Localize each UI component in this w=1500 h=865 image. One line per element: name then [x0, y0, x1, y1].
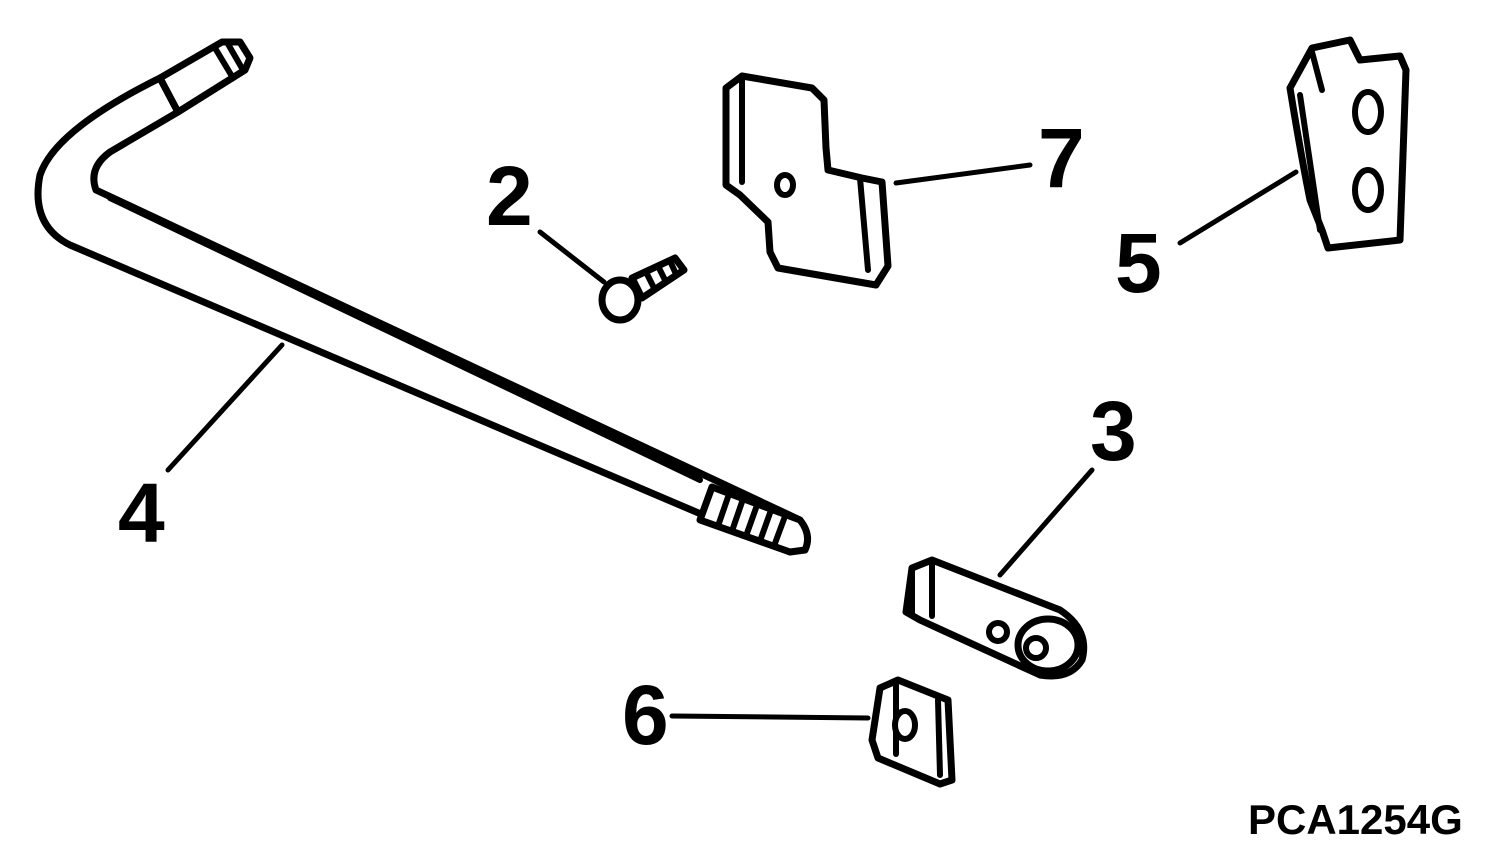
callout-4: 4 — [118, 466, 165, 560]
callout-7: 7 — [1038, 111, 1085, 205]
figure-code: PCA1254G — [1248, 796, 1463, 843]
leader-3 — [997, 467, 1095, 578]
leader-4 — [165, 342, 285, 473]
callout-6: 6 — [622, 668, 669, 762]
callout-2: 2 — [486, 149, 533, 243]
leader-6 — [669, 713, 871, 721]
leader-7 — [893, 162, 1033, 186]
part-screw — [598, 254, 688, 324]
part-clip-nut — [868, 676, 956, 788]
part-rod-end — [902, 556, 1088, 680]
leader-5 — [1177, 169, 1299, 246]
part-bent-rod — [34, 38, 812, 556]
callout-5: 5 — [1115, 216, 1162, 310]
part-plate — [722, 72, 892, 289]
part-bracket — [1286, 36, 1410, 252]
callout-3: 3 — [1090, 384, 1137, 478]
leader-2 — [537, 229, 607, 285]
